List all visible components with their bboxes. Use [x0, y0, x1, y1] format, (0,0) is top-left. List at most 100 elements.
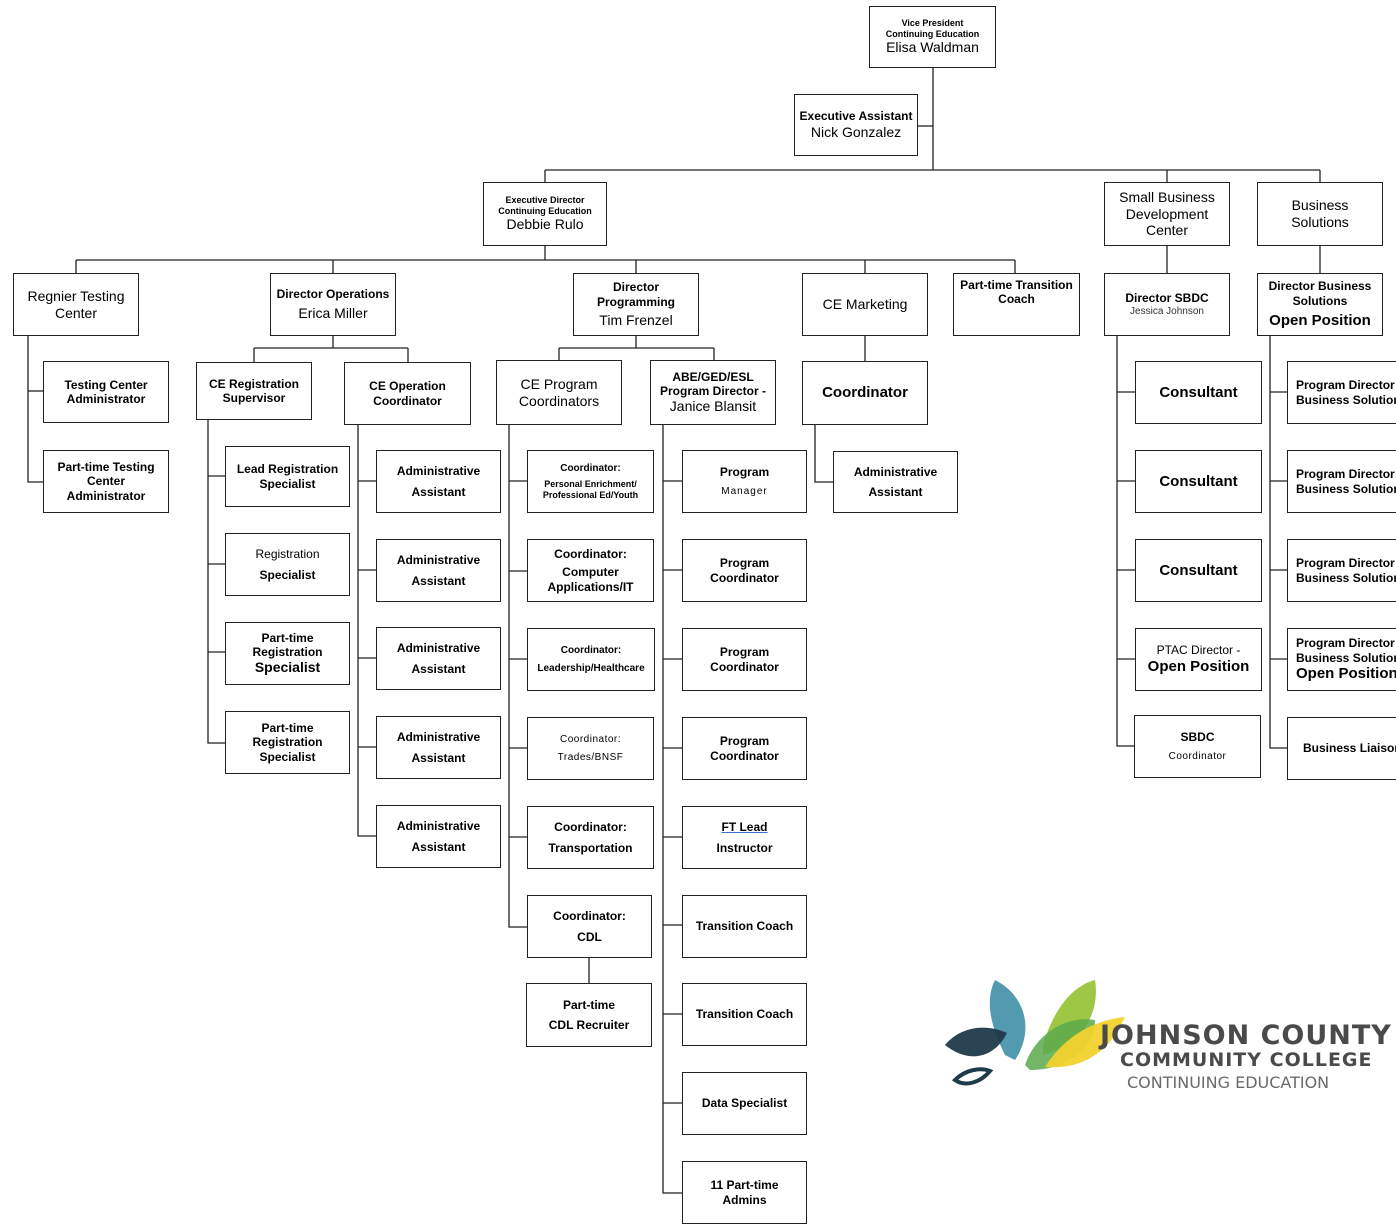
- exec-director-title: Executive Director: [505, 194, 585, 205]
- reg-staff-line3: Specialist: [259, 749, 316, 764]
- ce-op-coordinator-line1: CE Operation: [369, 379, 446, 394]
- abe-staff-line1: Transition Coach: [695, 1007, 794, 1022]
- exec-assistant-name: Nick Gonzalez: [810, 123, 902, 140]
- sbdc-staff-3: Consultant: [1135, 539, 1262, 602]
- reg-staff-line2: Registration: [252, 735, 323, 750]
- dir-operations-name: Erica Miller: [298, 305, 368, 322]
- admin-assistant-line2: Assistant: [411, 573, 466, 588]
- abe-director-box: ABE/GED/ESL Program Director - Janice Bl…: [650, 360, 776, 425]
- abe-staff-4: Program Coordinator: [682, 717, 807, 780]
- reg-staff-line2: Specialist: [259, 567, 316, 582]
- admin-assistant-3: Administrative Assistant: [376, 627, 501, 690]
- abe-staff-line2: Coordinator: [710, 748, 779, 763]
- vp-box: Vice President Continuing Education Elis…: [869, 6, 996, 68]
- abe-staff-3: Program Coordinator: [682, 628, 807, 691]
- admin-assistant-4: Administrative Assistant: [376, 716, 501, 779]
- reg-staff-4: Part-time Registration Specialist: [225, 711, 350, 774]
- coordinator-line3: Professional Ed/Youth: [542, 489, 639, 500]
- pt-cdl-recruiter-box: Part-time CDL Recruiter: [526, 983, 652, 1047]
- exec-assistant-box: Executive Assistant Nick Gonzalez: [794, 94, 918, 156]
- bs-staff-line2: Business Solutions: [1296, 650, 1396, 665]
- vp-title: Vice President: [901, 17, 964, 28]
- abe-director-name: Janice Blansit: [669, 398, 757, 415]
- admin-assistant-line1: Administrative: [396, 641, 481, 656]
- testing-admin-line2: Administrator: [66, 392, 146, 406]
- ce-program-coordinators-line2: Coordinators: [518, 392, 600, 409]
- bs-staff-line1: Program Director: [1296, 378, 1395, 393]
- abe-staff-7: Transition Coach: [682, 983, 807, 1046]
- dir-programming-box: Director Programming Tim Frenzel: [573, 273, 699, 336]
- abe-staff-line2: Coordinator: [710, 570, 779, 585]
- abe-staff-8: Data Specialist: [682, 1072, 807, 1135]
- bs-staff-4: Program Director Business Solutions Open…: [1287, 628, 1396, 691]
- reg-staff-line3: Specialist: [254, 659, 321, 676]
- coordinator-line1: Coordinator:: [554, 546, 627, 561]
- bs-staff-line2: Business Solutions: [1296, 570, 1396, 585]
- marketing-coordinator-label: Coordinator: [822, 384, 908, 401]
- sbdc-center-line1: Small Business: [1119, 188, 1215, 205]
- logo-line3: CONTINUING EDUCATION: [1127, 1073, 1330, 1092]
- ce-reg-supervisor-line2: Supervisor: [222, 391, 286, 405]
- logo-line2: COMMUNITY COLLEGE: [1120, 1049, 1373, 1071]
- testing-admin-line1: Testing Center: [64, 377, 148, 392]
- reg-staff-line1: Registration: [255, 547, 320, 562]
- exec-assistant-title: Executive Assistant: [799, 109, 913, 124]
- abe-director-line1: ABE/GED/ESL: [672, 369, 754, 384]
- abe-staff-5: FT Lead Instructor: [682, 806, 807, 869]
- ce-op-coordinator-box: CE Operation Coordinator: [344, 362, 471, 425]
- abe-staff-line1: Program: [719, 556, 770, 571]
- dir-business-solutions-line2: Solutions: [1292, 293, 1348, 308]
- admin-assistant-line2: Assistant: [411, 839, 466, 854]
- business-solutions-line1: Business: [1291, 197, 1349, 214]
- coordinator-5: Coordinator: Transportation: [527, 806, 654, 869]
- pt-cdl-recruiter-line2: CDL Recruiter: [548, 1018, 630, 1032]
- dir-programming-line2: Programming: [596, 294, 675, 309]
- bs-staff-line2: Business Solutions: [1296, 392, 1396, 407]
- reg-staff-1: Lead Registration Specialist: [225, 446, 350, 507]
- abe-staff-line1: Program: [719, 734, 770, 749]
- marketing-admin-line1: Administrative: [853, 464, 938, 479]
- reg-staff-line1: Part-time: [261, 630, 314, 645]
- sbdc-center-line3: Center: [1145, 222, 1189, 239]
- sbdc-staff-5: SBDC Coordinator: [1134, 715, 1261, 778]
- coordinator-line1: Coordinator:: [554, 820, 627, 835]
- coordinator-line2: Leadership/Healthcare: [537, 662, 645, 674]
- reg-staff-2: Registration Specialist: [225, 533, 350, 596]
- college-logo-text: JOHNSON COUNTY COMMUNITY COLLEGE CONTINU…: [1100, 1020, 1396, 1092]
- bs-staff-line1: Program Director: [1296, 636, 1395, 651]
- sbdc-staff-line1: PTAC Director -: [1156, 643, 1241, 658]
- dir-sbdc-title: Director SBDC: [1125, 291, 1209, 306]
- sbdc-staff-line1: Consultant: [1159, 472, 1238, 490]
- sbdc-staff-line2: Open Position: [1147, 657, 1250, 675]
- ce-reg-supervisor-line1: CE Registration: [208, 376, 299, 391]
- vp-subtitle: Continuing Education: [885, 28, 980, 39]
- pt-cdl-recruiter-line1: Part-time: [562, 997, 615, 1012]
- abe-staff-line1: 11 Part-time: [710, 1178, 779, 1193]
- pt-testing-admin-box: Part-time Testing Center Administrator: [43, 450, 169, 513]
- coordinator-line3: Applications/IT: [547, 579, 634, 594]
- exec-director-subtitle: Continuing Education: [498, 205, 592, 216]
- admin-assistant-line2: Assistant: [411, 661, 466, 676]
- dir-operations-title: Director Operations: [276, 286, 390, 301]
- coordinator-line1: Coordinator:: [560, 462, 621, 474]
- logo-line1: JOHNSON COUNTY: [1100, 1020, 1392, 1051]
- ce-op-coordinator-line2: Coordinator: [373, 393, 442, 408]
- college-logo-icon: [945, 980, 1125, 1086]
- dir-business-solutions-line3: Open Position: [1269, 311, 1371, 329]
- abe-staff-line1: FT Lead: [721, 820, 768, 835]
- dir-operations-box: Director Operations Erica Miller: [270, 273, 396, 336]
- abe-staff-line2: Manager: [721, 485, 768, 497]
- dir-sbdc-box: Director SBDC Jessica Johnson: [1104, 273, 1230, 336]
- business-solutions-box: Business Solutions: [1257, 182, 1383, 246]
- sbdc-staff-line1: SBDC: [1180, 730, 1215, 745]
- admin-assistant-line1: Administrative: [396, 553, 481, 568]
- marketing-coordinator-box: Coordinator: [802, 361, 928, 425]
- coordinator-line2: Transportation: [548, 840, 633, 855]
- marketing-admin-line2: Assistant: [868, 485, 923, 499]
- dir-programming-name: Tim Frenzel: [599, 311, 673, 328]
- reg-staff-line2: Registration: [252, 645, 323, 660]
- pt-transition-coach-line2: Coach: [998, 292, 1035, 307]
- coordinator-line2: Personal Enrichment/: [544, 478, 637, 489]
- testing-admin-box: Testing Center Administrator: [43, 361, 169, 423]
